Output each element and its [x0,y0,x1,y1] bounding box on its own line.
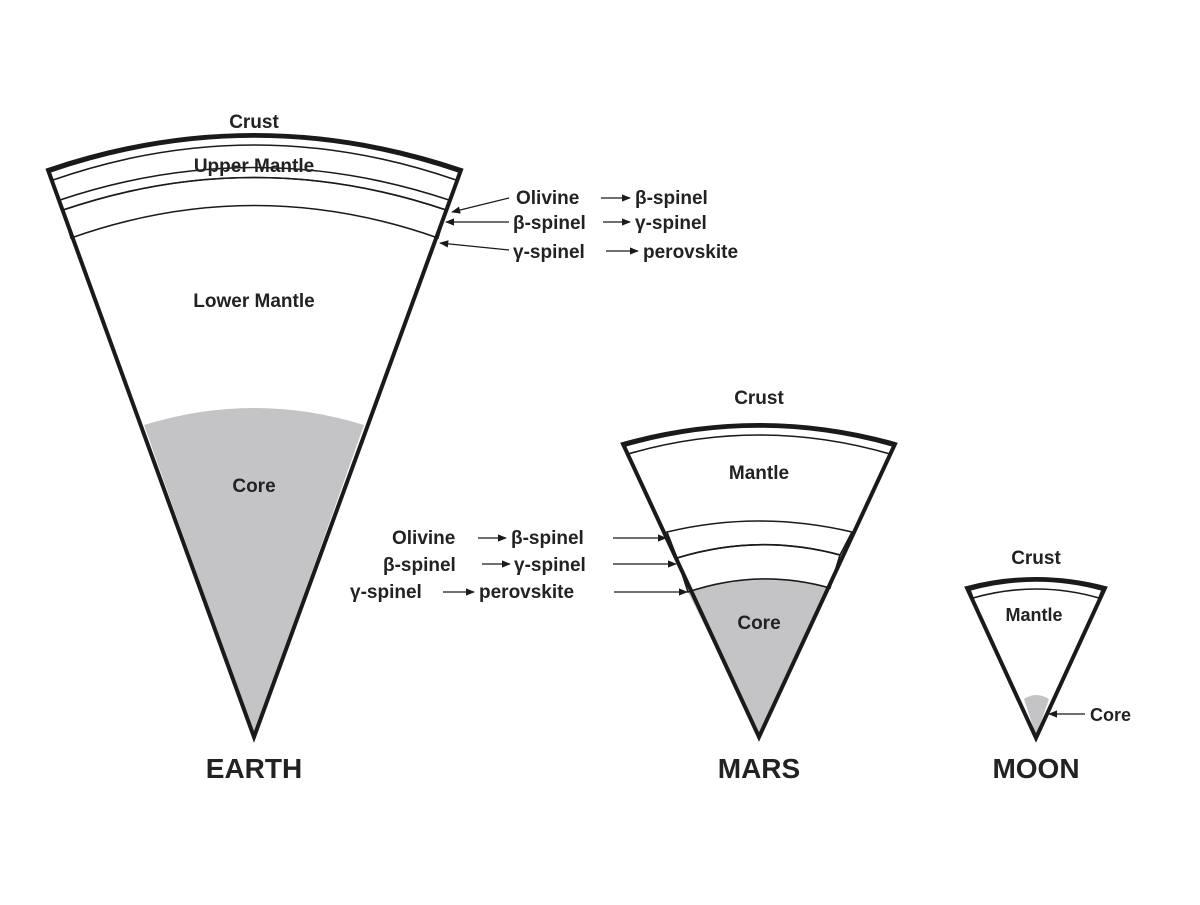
earth-pointer-1 [451,197,510,214]
mars-core-region [688,579,830,735]
earth-pointer-3 [439,240,510,251]
earth-upper-mantle-label: Upper Mantle [194,156,314,177]
mars-wedge: Crust Mantle Core MARS [620,388,898,784]
earth-transition-3-to: perovskite [643,242,738,263]
earth-title: EARTH [206,753,302,784]
moon-core-region [1024,695,1049,736]
earth-transition-1-from: Olivine [516,188,579,209]
earth-wedge: Crust Upper Mantle Lower Mantle Core EAR… [45,112,464,784]
earth-transition-labels: Olivine β-spinel β-spinel γ-spinel γ-spi… [439,188,738,263]
moon-wedge: Crust Mantle Core MOON [964,548,1131,784]
mars-mantle-label: Mantle [729,463,789,484]
earth-transition-2-to: γ-spinel [635,213,707,234]
earth-transition-band-2 [62,176,447,240]
earth-transition-2-from: β-spinel [513,213,586,234]
mars-outline [620,423,898,742]
earth-core-region [144,408,364,735]
mars-title: MARS [718,753,800,784]
moon-core-label: Core [1090,705,1131,725]
moon-title: MOON [992,753,1079,784]
earth-transition-1-to: β-spinel [635,188,708,209]
moon-crust-label: Crust [1011,548,1061,569]
mars-transition-labels: Olivine β-spinel β-spinel γ-spinel γ-spi… [350,528,688,603]
earth-lower-mantle-label: Lower Mantle [193,291,314,312]
earth-core-label: Core [232,476,275,497]
mars-crust-band [623,426,895,455]
moon-outline [964,577,1108,743]
mars-transition-1-from: Olivine [392,528,455,549]
mars-transition-2-to: γ-spinel [514,555,586,576]
earth-crust-label: Crust [229,112,279,133]
mars-transition-3-from: γ-spinel [350,582,422,603]
moon-mantle-label: Mantle [1005,605,1062,625]
mars-transition-2-from: β-spinel [383,555,456,576]
earth-outline [45,133,464,743]
mars-transition-3-to: perovskite [479,582,574,603]
earth-transition-3-from: γ-spinel [513,242,585,263]
mars-core-label: Core [737,613,780,634]
mars-crust-label: Crust [734,388,784,409]
mars-transition-1-to: β-spinel [511,528,584,549]
